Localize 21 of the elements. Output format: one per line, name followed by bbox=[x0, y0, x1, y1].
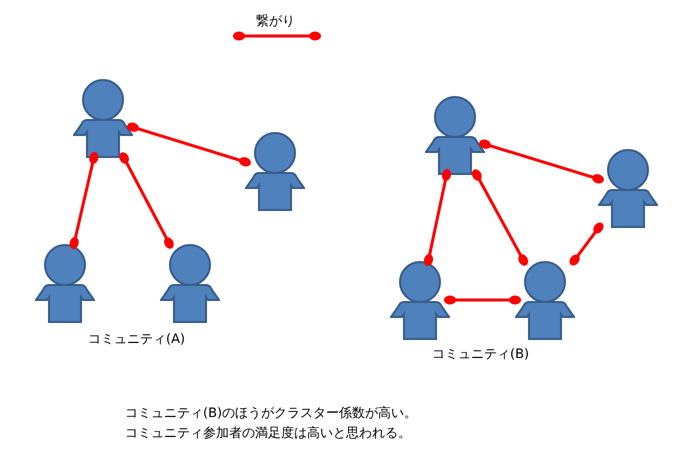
person-icon bbox=[598, 148, 658, 228]
connection-line bbox=[127, 122, 251, 166]
connection-line bbox=[424, 169, 452, 266]
person-icon bbox=[160, 243, 220, 323]
connection-line bbox=[570, 222, 604, 266]
person-icon bbox=[35, 243, 95, 323]
person-icon bbox=[390, 260, 450, 340]
community-label: コミュニティ(B) bbox=[432, 346, 530, 363]
note-text: コミュニティ(B)のほうがクラスター係数が高い。 bbox=[125, 405, 418, 422]
connection-line bbox=[479, 140, 604, 184]
connection-line bbox=[70, 152, 98, 249]
note-text: コミュニティ参加者の満足度は高いと思われる。 bbox=[125, 425, 411, 442]
person-icon bbox=[245, 131, 305, 211]
person-icon bbox=[425, 95, 485, 175]
community-label: コミュニティ(A) bbox=[88, 331, 186, 348]
connection-line bbox=[119, 152, 174, 249]
person-icon bbox=[515, 260, 575, 340]
connection-line bbox=[472, 169, 528, 266]
person-icon bbox=[73, 78, 133, 158]
connection-line bbox=[444, 296, 521, 304]
legend-label: 繋がり bbox=[256, 13, 295, 30]
